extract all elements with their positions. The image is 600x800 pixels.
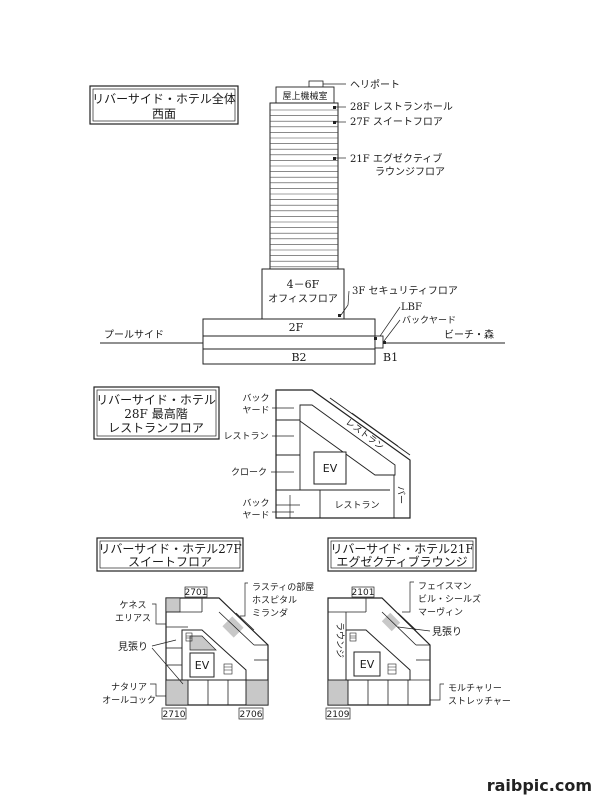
label-room-2701: 2701 — [185, 588, 208, 598]
label-room-2706: 2706 — [240, 710, 263, 720]
label-restaurant-left: レストラン — [223, 431, 268, 442]
label-office-line2: オフィスフロア — [268, 293, 338, 305]
label-natalia-2: オールコック — [102, 695, 156, 706]
label-rusty-1: ラスティの部屋 — [252, 581, 314, 593]
section-28f-restaurant: リバーサイド・ホテル 28F 最高階 レストランフロア EV バック ヤード レ… — [93, 386, 411, 521]
label-heliport: ヘリポート — [350, 79, 400, 91]
label-backyard: バックヤード — [402, 315, 456, 326]
ev-28f — [313, 451, 347, 485]
label-b2: B2 — [291, 351, 306, 364]
label-natalia-1: ナタリア — [111, 682, 147, 693]
title-box-27f — [96, 537, 244, 572]
label-faceman-1: フェイスマン — [418, 582, 471, 592]
label-rusty-2: ホスピタル — [252, 595, 297, 606]
section-21f-lounge: リバーサイド・ホテル21F エグゼクティブラウンジ EV ラウンジ 2101 — [325, 537, 511, 720]
label-kenneth-2: エリアス — [115, 614, 151, 624]
label-room-2101: 2101 — [352, 588, 375, 598]
label-2f: 2F — [289, 321, 304, 334]
section-27f-suite: リバーサイド・ホテル27F スイートフロア EV 2 — [96, 537, 314, 720]
ev-21f — [353, 651, 381, 677]
label-27f: 27F スイートフロア — [350, 117, 443, 128]
title-28f-line2: 28F 最高階 — [124, 406, 187, 421]
label-ev-27f: EV — [195, 659, 210, 672]
label-beach: ビーチ・森 — [444, 328, 494, 341]
label-backyard-bottom-1: バック — [242, 498, 269, 509]
label-lookout-27f: 見張り — [118, 641, 148, 653]
title-27f-line1: リバーサイド・ホテル27F — [98, 542, 241, 556]
label-21f-line1: 21F エグゼクティブ — [350, 152, 442, 165]
basement-b2 — [202, 348, 376, 365]
tower-floor-lines — [270, 109, 338, 268]
label-kenneth-1: ケネス — [119, 600, 146, 611]
label-office-line1: 4－6F — [287, 278, 320, 291]
label-room-2109: 2109 — [327, 710, 350, 720]
title-21f-line1: リバーサイド・ホテル21F — [330, 542, 473, 556]
label-moltiary-2: ストレッチャー — [448, 696, 511, 707]
label-cloak: クローク — [231, 467, 267, 478]
label-ev-21f: EV — [360, 658, 375, 671]
label-rusty-3: ミランダ — [252, 607, 288, 619]
label-b1: B1 — [383, 351, 398, 364]
section-building-elevation: リバーサイド・ホテル全体 西面 ヘリポート 屋上機械室 28F レストランホール… — [89, 79, 505, 365]
label-faceman-3: マーヴィン — [418, 606, 463, 618]
title-21f-line2: エグゼクティブラウンジ — [336, 554, 467, 569]
title-28f-line1: リバーサイド・ホテル — [96, 393, 216, 407]
label-3f: 3F セキュリティフロア — [352, 285, 458, 297]
label-backyard-top-2: ヤード — [242, 406, 269, 416]
label-28f: 28F レストランホール — [350, 101, 453, 113]
label-restaurant-bottom: レストラン — [334, 500, 379, 511]
label-faceman-2: ビル・シールズ — [418, 593, 481, 605]
title-box-building — [89, 85, 239, 125]
label-lbf: LBF — [401, 302, 422, 313]
title-28f-line3: レストランフロア — [108, 421, 204, 435]
label-lounge: ラウンジ — [334, 622, 345, 658]
label-backyard-bottom-2: ヤード — [242, 511, 269, 521]
office-block — [261, 268, 345, 320]
ev-27f — [189, 652, 215, 678]
title-27f-line2: スイートフロア — [128, 555, 212, 569]
label-ev-28f: EV — [323, 462, 338, 475]
title-building-line1: リバーサイド・ホテル全体 — [92, 91, 236, 106]
label-backyard-top-1: バック — [242, 393, 269, 404]
tower-body — [269, 102, 339, 270]
title-building-line2: 西面 — [152, 107, 176, 121]
label-machine-room: 屋上機械室 — [282, 90, 327, 102]
watermark: raibpic.com — [487, 776, 592, 795]
label-poolside: プールサイド — [104, 329, 164, 341]
title-box-28f — [93, 386, 220, 440]
label-21f-line2: ラウンジフロア — [375, 166, 445, 178]
label-bar: バー — [395, 486, 406, 504]
title-box-21f — [327, 537, 477, 572]
label-room-2710: 2710 — [163, 710, 186, 720]
label-lookout-21f: 見張り — [432, 626, 462, 638]
label-moltiary-1: モルチャリー — [448, 683, 502, 694]
heliport-pad — [308, 80, 324, 88]
